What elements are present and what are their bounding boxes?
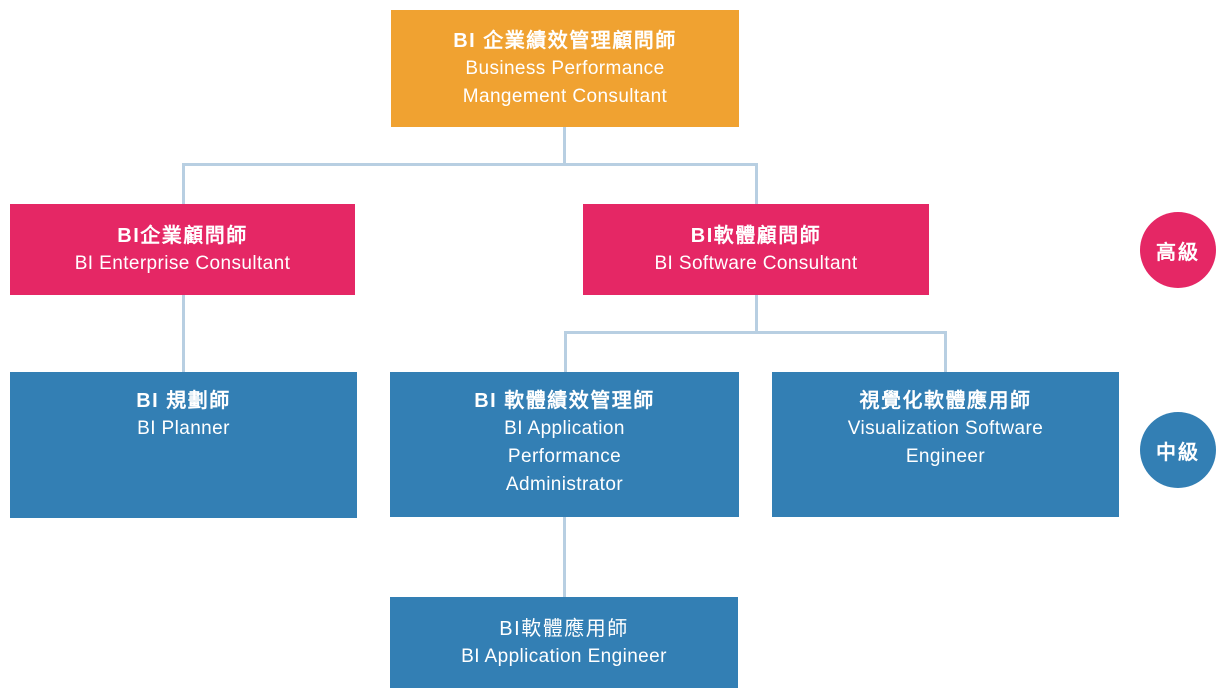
node-title-zh: BI軟體應用師 <box>499 617 629 640</box>
connector-to-visualization-engineer <box>944 331 947 372</box>
node-title-en-line: BI Application <box>504 418 625 439</box>
connector-to-performance-administrator <box>564 331 567 372</box>
node-title-en: BI Software Consultant <box>654 250 857 278</box>
level-badge-intermediate: 中級 <box>1140 412 1216 488</box>
node-title-zh: BI軟體顧問師 <box>690 224 822 247</box>
level-badge-label: 高級 <box>1156 241 1200 264</box>
connector-to-software-consultant <box>755 163 758 204</box>
node-title-en: BI Enterprise Consultant <box>75 250 291 278</box>
connector-level2-rail <box>182 163 758 166</box>
connector-administrator-to-engineer <box>563 517 566 597</box>
level-badge-label: 中級 <box>1156 441 1200 464</box>
node-title-en-line: Engineer <box>905 446 986 467</box>
org-node-bi-application-engineer: BI軟體應用師 BI Application Engineer <box>390 597 738 688</box>
node-title-en: BI Application Performance Administrator <box>504 415 625 499</box>
org-node-bi-application-performance-administrator: BI 軟體績效管理師 BI Application Performance Ad… <box>390 372 739 517</box>
node-title-en-line: Performance <box>507 446 622 467</box>
connector-enterprise-to-planner <box>182 295 185 372</box>
level-badge-advanced: 高級 <box>1140 212 1216 288</box>
node-title-zh: BI 規劃師 <box>136 390 231 412</box>
node-title-en: Business Performance Mangement Consultan… <box>463 55 667 111</box>
org-node-visualization-software-engineer: 視覺化軟體應用師 Visualization Software Engineer <box>772 372 1119 517</box>
node-title-en: Visualization Software Engineer <box>848 415 1043 471</box>
connector-level3-rail <box>564 331 947 334</box>
node-title-zh: BI 軟體績效管理師 <box>474 390 655 412</box>
connector-to-enterprise-consultant <box>182 163 185 204</box>
connector-software-drop <box>755 295 758 332</box>
org-node-bi-enterprise-consultant: BI企業顧問師 BI Enterprise Consultant <box>10 204 355 295</box>
node-title-zh: BI企業顧問師 <box>117 224 248 247</box>
node-title-en: BI Planner <box>137 415 230 443</box>
org-node-bpm-consultant: BI 企業績效管理顧問師 Business Performance Mangem… <box>391 10 739 127</box>
node-title-en-line: BI Enterprise Consultant <box>74 252 291 274</box>
org-node-bi-planner: BI 規劃師 BI Planner <box>10 372 357 518</box>
org-node-bi-software-consultant: BI軟體顧問師 BI Software Consultant <box>583 204 929 295</box>
connector-root-drop <box>563 127 566 165</box>
node-title-en-line: Business Performance <box>465 57 665 79</box>
node-title-en-line: BI Planner <box>137 418 230 439</box>
node-title-en-line: BI Software Consultant <box>654 252 858 274</box>
node-title-en: BI Application Engineer <box>461 643 667 671</box>
node-title-en-line: Visualization Software <box>847 418 1044 439</box>
node-title-en-line: BI Application Engineer <box>461 645 667 667</box>
node-title-en-line: Mangement Consultant <box>462 85 668 107</box>
node-title-en-line: Administrator <box>505 474 624 495</box>
node-title-zh: 視覺化軟體應用師 <box>859 390 1032 412</box>
node-title-zh: BI 企業績效管理顧問師 <box>453 29 677 52</box>
